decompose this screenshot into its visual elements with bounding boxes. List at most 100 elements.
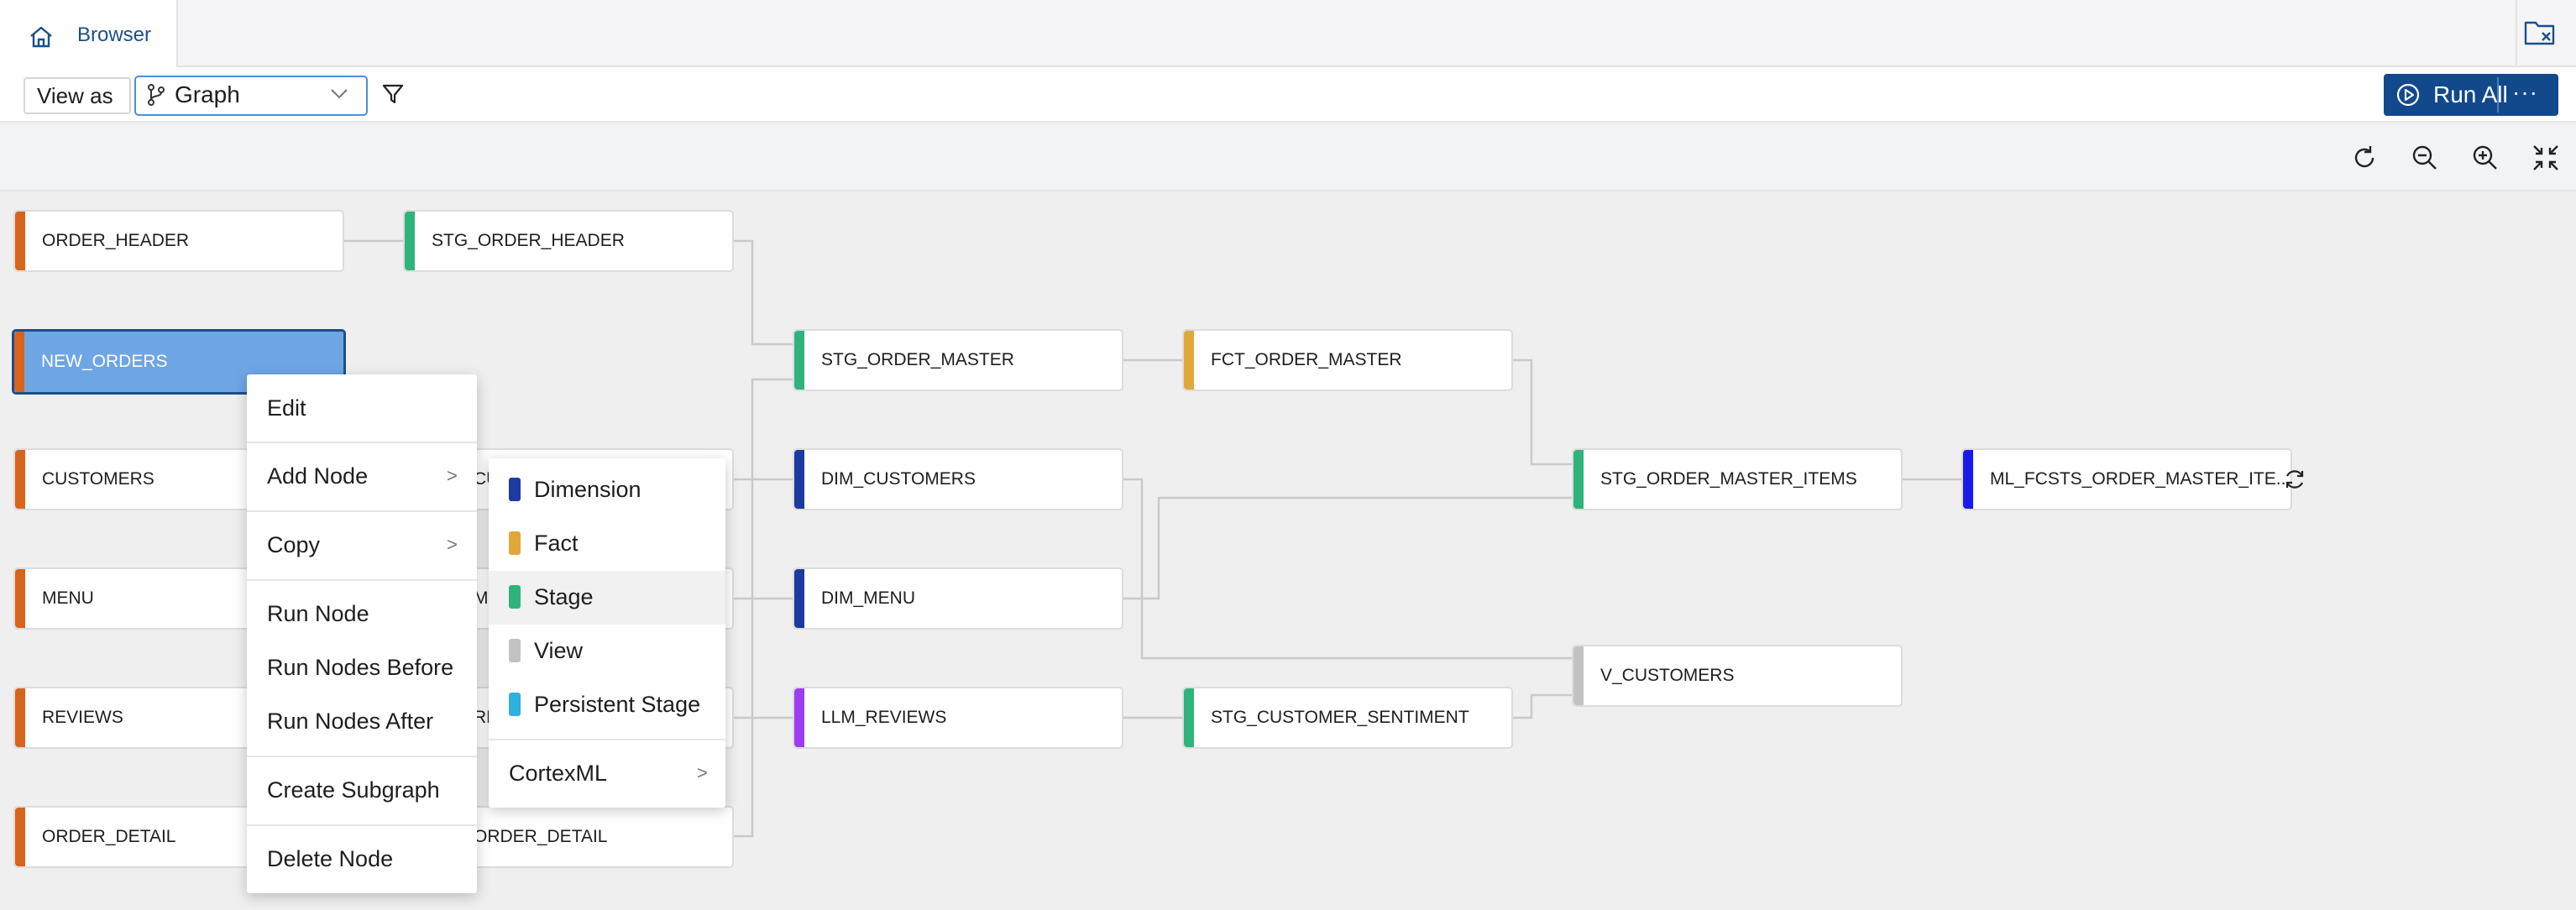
fact-swatch <box>509 531 521 555</box>
node-type-indicator <box>794 569 804 628</box>
view-swatch <box>509 639 521 662</box>
toolbar <box>0 67 2576 123</box>
node-label: REVIEWS <box>42 708 123 727</box>
node-type-indicator <box>15 212 25 270</box>
node-label: NEW_ORDERS <box>41 352 168 371</box>
more-icon: ··· <box>2512 79 2538 105</box>
node-type-indicator <box>405 212 415 270</box>
menu-item-delete-node[interactable]: Delete Node <box>267 846 394 871</box>
node-type-indicator <box>1573 450 1584 509</box>
submenu-item-fact[interactable]: Fact <box>534 531 579 556</box>
fit-view-icon[interactable] <box>2531 143 2561 173</box>
node-label: ORDER_DETAIL <box>474 827 608 846</box>
node-label: FCT_ORDER_MASTER <box>1211 350 1402 369</box>
stage-swatch <box>509 585 521 609</box>
home-icon <box>30 26 52 48</box>
run-all-label: Run All <box>2433 81 2508 107</box>
node-label: LLM_REVIEWS <box>821 708 947 727</box>
node-context-menu <box>247 374 477 893</box>
graph-node[interactable]: STG_ORDER_HEADER <box>403 210 734 272</box>
graph-node[interactable]: ORDER_HEADER <box>13 210 344 272</box>
view-mode-select[interactable] <box>134 76 368 116</box>
menu-item-edit[interactable]: Edit <box>267 395 306 421</box>
node-label: STG_ORDER_HEADER <box>432 231 625 250</box>
graph-controls-bar <box>0 124 2576 191</box>
refresh-icon[interactable] <box>2349 143 2380 173</box>
add-node-submenu <box>489 458 725 808</box>
run-all-divider <box>2497 77 2499 112</box>
graph-node[interactable]: STG_CUSTOMER_SENTIMENT <box>1182 687 1513 749</box>
node-type-indicator <box>1184 688 1194 747</box>
node-label: CUSTOMERS <box>42 469 154 489</box>
submenu-arrow-icon: > <box>447 534 458 555</box>
menu-divider <box>247 510 477 512</box>
node-label: V_CUSTOMERS <box>1600 666 1735 685</box>
node-label: DIM_CUSTOMERS <box>821 469 976 489</box>
node-type-indicator <box>794 331 804 390</box>
node-type-indicator <box>15 450 25 509</box>
graph-node[interactable]: V_CUSTOMERS <box>1572 645 1903 707</box>
menu-item-create-subgraph[interactable]: Create Subgraph <box>267 777 440 803</box>
zoom-out-icon[interactable] <box>2410 143 2440 173</box>
menu-item-run-node[interactable]: Run Node <box>267 601 369 626</box>
node-type-indicator <box>794 450 804 509</box>
menu-divider <box>247 579 477 581</box>
menu-divider <box>489 739 725 740</box>
menu-divider <box>247 824 477 826</box>
persistent-stage-swatch <box>509 693 521 716</box>
folder-close-icon[interactable] <box>2524 18 2556 47</box>
node-label: ORDER_DETAIL <box>42 827 176 846</box>
dimension-swatch <box>509 478 521 501</box>
branch-icon <box>148 84 165 106</box>
node-type-indicator <box>14 332 24 392</box>
tab-bar-divider <box>2516 0 2517 67</box>
node-label: ML_FCSTS_ORDER_MASTER_ITE... <box>1990 469 2285 489</box>
submenu-item-view[interactable]: View <box>534 638 584 663</box>
node-type-indicator <box>15 688 25 747</box>
zoom-in-icon[interactable] <box>2470 143 2500 173</box>
graph-node[interactable]: LLM_REVIEWS <box>793 687 1123 749</box>
menu-divider <box>247 442 477 443</box>
node-type-indicator <box>15 808 25 866</box>
tab-bar <box>0 0 2576 67</box>
node-type-indicator <box>15 569 25 628</box>
node-label: STG_CUSTOMER_SENTIMENT <box>1211 708 1469 727</box>
submenu-item-persistent-stage[interactable]: Persistent Stage <box>534 692 701 717</box>
menu-item-run-nodes-after[interactable]: Run Nodes After <box>267 709 434 734</box>
node-label: STG_ORDER_MASTER <box>821 350 1014 369</box>
graph-node[interactable]: STG_ORDER_MASTER_ITEMS <box>1572 448 1903 510</box>
view-as-label: View as <box>24 77 131 114</box>
sync-icon[interactable] <box>2282 467 2307 492</box>
node-label: ORDER_HEADER <box>42 231 190 250</box>
graph-node[interactable]: FCT_ORDER_MASTER <box>1182 329 1513 391</box>
graph-node[interactable]: ML_FCSTS_ORDER_MASTER_ITE... <box>1961 448 2292 510</box>
submenu-item-cortexml[interactable]: CortexML <box>509 761 608 786</box>
view-mode-value: Graph <box>175 81 240 107</box>
submenu-arrow-icon: > <box>447 465 458 486</box>
node-type-indicator <box>1184 331 1194 390</box>
filter-icon[interactable] <box>381 82 405 106</box>
node-type-indicator <box>1573 646 1584 705</box>
node-type-indicator <box>794 688 804 747</box>
menu-item-add-node[interactable]: Add Node <box>267 463 369 489</box>
submenu-item-dimension[interactable]: Dimension <box>534 477 641 502</box>
graph-node[interactable]: DIM_MENU <box>793 567 1123 630</box>
node-label: MENU <box>42 588 94 608</box>
submenu-hover-highlight <box>489 571 725 625</box>
graph-node[interactable]: DIM_CUSTOMERS <box>793 448 1123 510</box>
node-label: M <box>474 588 489 608</box>
graph-node[interactable]: STG_ORDER_MASTER <box>793 329 1123 391</box>
menu-item-copy[interactable]: Copy <box>267 532 321 557</box>
menu-divider <box>247 756 477 757</box>
submenu-arrow-icon: > <box>697 762 708 783</box>
node-type-indicator <box>1963 450 1973 509</box>
tab-label: Browser <box>77 24 152 46</box>
menu-item-run-nodes-before[interactable]: Run Nodes Before <box>267 655 454 680</box>
play-circle-icon <box>2396 83 2420 107</box>
tab-browser[interactable] <box>0 0 178 69</box>
node-label: STG_ORDER_MASTER_ITEMS <box>1600 469 1857 489</box>
node-label: DIM_MENU <box>821 588 916 608</box>
submenu-item-stage[interactable]: Stage <box>534 584 594 609</box>
chevron-down-icon <box>331 89 348 99</box>
